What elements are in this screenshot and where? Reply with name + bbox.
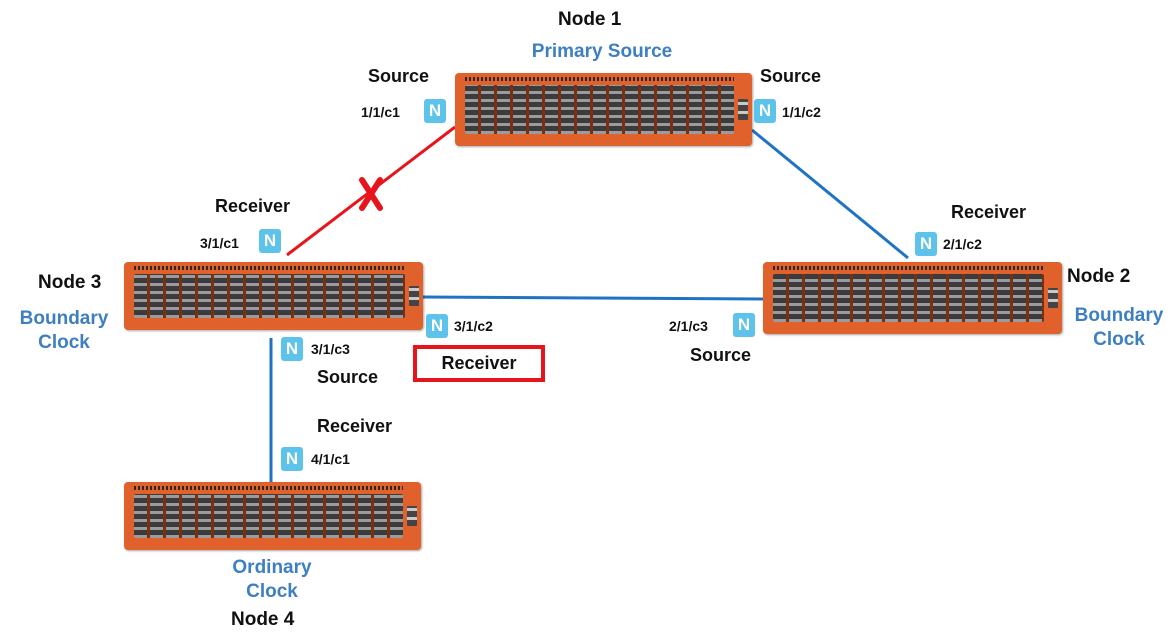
port-3-1-c2-n-icon: N: [426, 314, 448, 338]
node4-name: Node 4: [231, 609, 295, 630]
link-node1-node2: [751, 128, 909, 260]
node3-name: Node 3: [38, 272, 102, 293]
node2-role-line1: Boundary: [1074, 305, 1164, 326]
port-3-1-c1-state: Receiver: [215, 196, 291, 216]
node3-role-line2: Clock: [38, 332, 90, 353]
node2-name: Node 2: [1067, 266, 1131, 287]
link-node3-node2: [422, 295, 764, 301]
node1-switch: [455, 73, 752, 146]
port-1-1-c1-n-icon: N: [424, 99, 446, 123]
port-2-1-c2-state: Receiver: [951, 202, 1027, 222]
port-3-1-c3-state: Source: [317, 367, 379, 387]
port-2-1-c2-n-icon: N: [915, 232, 937, 256]
port-2-1-c3-label: 2/1/c3: [669, 318, 708, 334]
node3-switch: [124, 262, 423, 330]
link-failure-x-icon: [359, 177, 383, 211]
node2-switch: [763, 262, 1062, 334]
node1-role: Primary Source: [531, 41, 673, 62]
port-1-1-c2-state: Source: [760, 66, 822, 86]
node2-role-line2: Clock: [1093, 329, 1145, 350]
node3-role-line1: Boundary: [19, 308, 109, 329]
port-3-1-c1-label: 3/1/c1: [200, 235, 239, 251]
port-3-1-c2-state-highlight: Receiver: [413, 345, 545, 382]
node1-name: Node 1: [558, 9, 622, 30]
node4-role-line1: Ordinary: [232, 557, 312, 578]
node4-role-line2: Clock: [246, 581, 298, 602]
port-1-1-c2-n-icon: N: [754, 99, 776, 123]
port-4-1-c1-label: 4/1/c1: [311, 451, 350, 467]
port-3-1-c3-label: 3/1/c3: [311, 341, 350, 357]
port-1-1-c2-label: 1/1/c2: [782, 104, 821, 120]
port-3-1-c1-n-icon: N: [259, 229, 281, 253]
port-4-1-c1-n-icon: N: [281, 447, 303, 471]
port-4-1-c1-state: Receiver: [317, 416, 393, 436]
port-2-1-c3-n-icon: N: [733, 313, 755, 337]
port-3-1-c3-n-icon: N: [281, 337, 303, 361]
port-1-1-c1-state: Source: [368, 66, 430, 86]
port-3-1-c2-state: Receiver: [441, 353, 517, 373]
port-2-1-c3-state: Source: [690, 345, 752, 365]
node4-switch: [124, 482, 421, 550]
port-3-1-c2-label: 3/1/c2: [454, 318, 493, 334]
port-2-1-c2-label: 2/1/c2: [943, 236, 982, 252]
port-1-1-c1-label: 1/1/c1: [361, 104, 400, 120]
